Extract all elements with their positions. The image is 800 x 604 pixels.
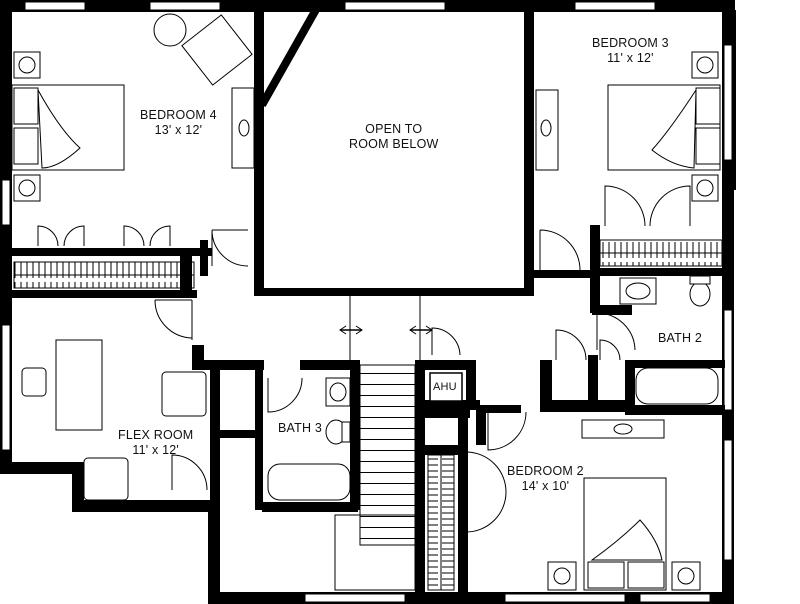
open-line2: ROOM BELOW xyxy=(349,137,439,151)
flex-name: FLEX ROOM xyxy=(118,428,194,442)
bath3-name: BATH 3 xyxy=(278,421,323,435)
ahu-name: AHU xyxy=(433,381,457,393)
bath2-name: BATH 2 xyxy=(658,331,703,345)
bedroom2-size: 14' x 10' xyxy=(521,479,570,493)
void-diagonal xyxy=(258,4,322,107)
bedroom4-size: 13' x 12' xyxy=(154,123,203,137)
flex-room-label: FLEX ROOM 11' x 12' xyxy=(118,428,193,458)
staircase xyxy=(359,364,416,546)
bedroom4-name: BEDROOM 4 xyxy=(140,108,217,122)
bath2-label: BATH 2 xyxy=(658,331,702,346)
bedroom3-label: BEDROOM 3 11' x 12' xyxy=(592,36,669,66)
windows xyxy=(1,1,733,603)
bedroom2-name: BEDROOM 2 xyxy=(507,464,584,478)
bedroom2-label: BEDROOM 2 14' x 10' xyxy=(507,464,584,494)
door-swings xyxy=(37,185,691,533)
bath3-label: BATH 3 xyxy=(278,421,322,436)
flex-size: 11' x 12' xyxy=(132,443,180,457)
open-line1: OPEN TO xyxy=(365,122,423,136)
ahu-unit xyxy=(429,372,463,402)
bedroom3-name: BEDROOM 3 xyxy=(592,36,669,50)
ahu-label: AHU xyxy=(433,380,457,395)
bedroom4-label: BEDROOM 4 13' x 12' xyxy=(140,108,217,138)
furniture xyxy=(11,13,721,591)
open-to-below-label: OPEN TO ROOM BELOW xyxy=(349,122,439,152)
bedroom3-size: 11' x 12' xyxy=(607,51,654,65)
